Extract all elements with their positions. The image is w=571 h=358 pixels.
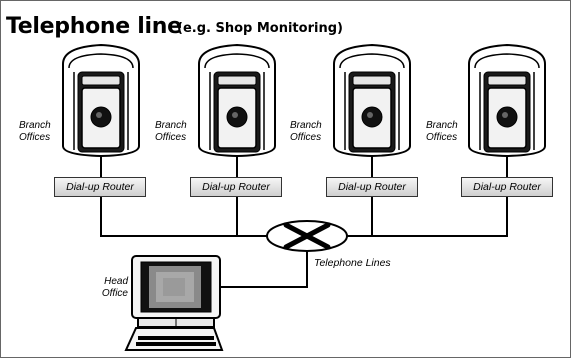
dial-up-router-4: Dial-up Router [461, 177, 553, 197]
diagram-title: Telephone line [6, 14, 182, 39]
telephone-lines-label: Telephone Lines [314, 257, 391, 269]
diagram-subtitle: (e.g. Shop Monitoring) [177, 21, 343, 36]
dial-up-router-3: Dial-up Router [326, 177, 418, 197]
dial-up-router-2: Dial-up Router [190, 177, 282, 197]
security-camera-icon [333, 43, 411, 158]
head-office-link [219, 251, 308, 288]
security-camera-icon [198, 43, 276, 158]
dial-up-router-1: Dial-up Router [54, 177, 146, 197]
security-camera-icon [62, 43, 140, 158]
security-camera-icon [468, 43, 546, 158]
computer-icon [124, 255, 224, 351]
telephone-network-icon [266, 220, 348, 252]
